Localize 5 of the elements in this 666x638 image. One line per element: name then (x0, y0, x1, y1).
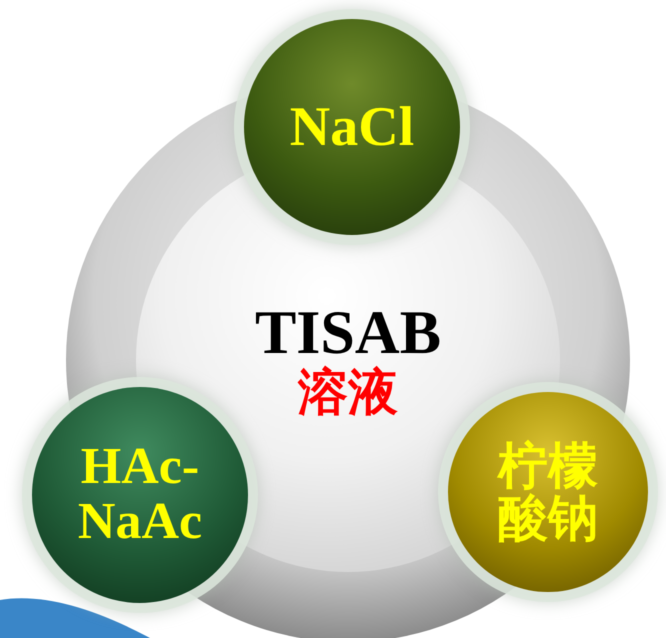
node-label: 柠檬酸钠 (496, 440, 599, 544)
node-sublabel: 溶液 (298, 366, 398, 419)
node-label: NaCl (290, 98, 414, 156)
node-label: TISAB (254, 301, 442, 366)
node-label: HAc- NaAc (76, 440, 204, 550)
